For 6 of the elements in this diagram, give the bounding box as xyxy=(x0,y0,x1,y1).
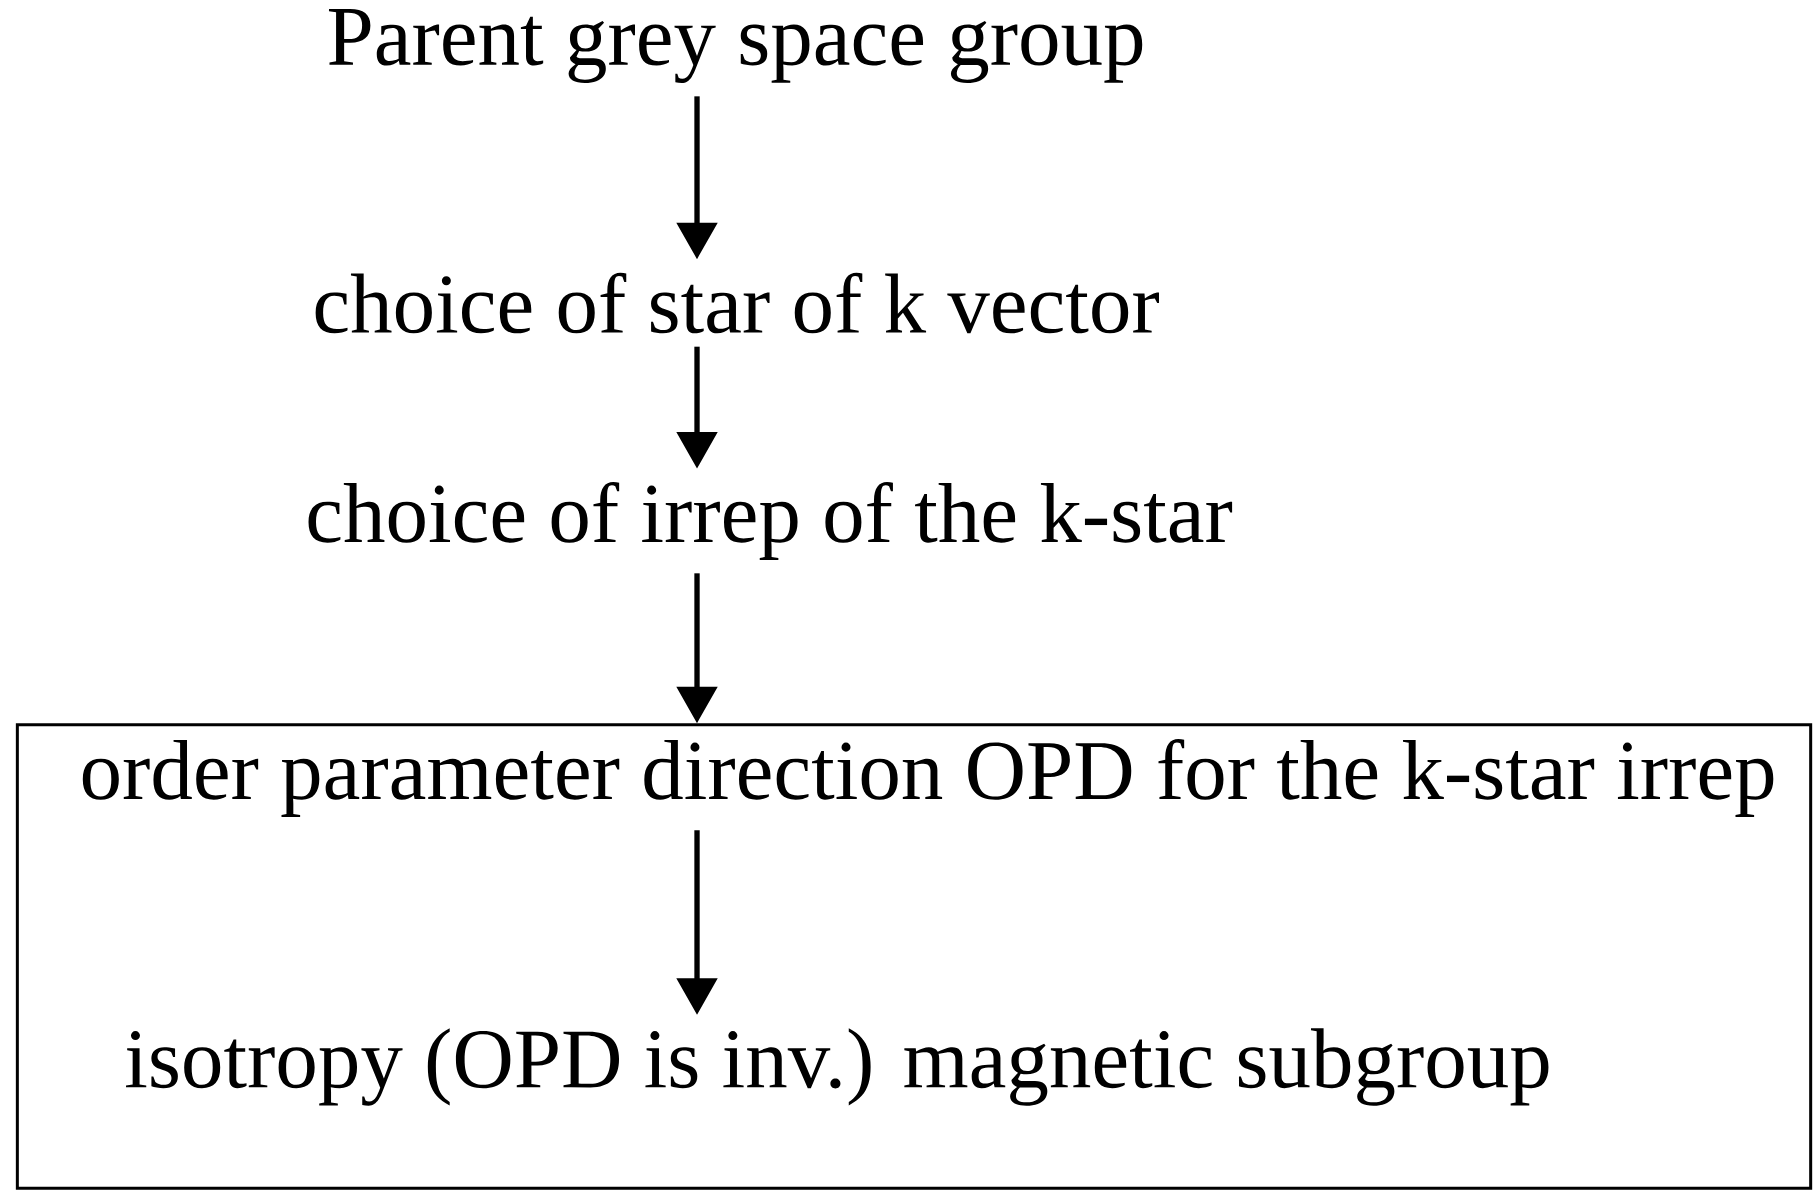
step-text: isotropy (OPD is inv.) magnetic subgroup xyxy=(126,1028,1549,1106)
step-text: Parent grey space group xyxy=(328,9,1143,83)
step-text: choice of irrep of the k-star xyxy=(308,482,1233,560)
frame-box xyxy=(15,723,1813,1190)
step-text: order parameter direction OPD for the k-star irrep xyxy=(82,739,1774,817)
step-text: choice of star of k vector xyxy=(315,272,1159,334)
